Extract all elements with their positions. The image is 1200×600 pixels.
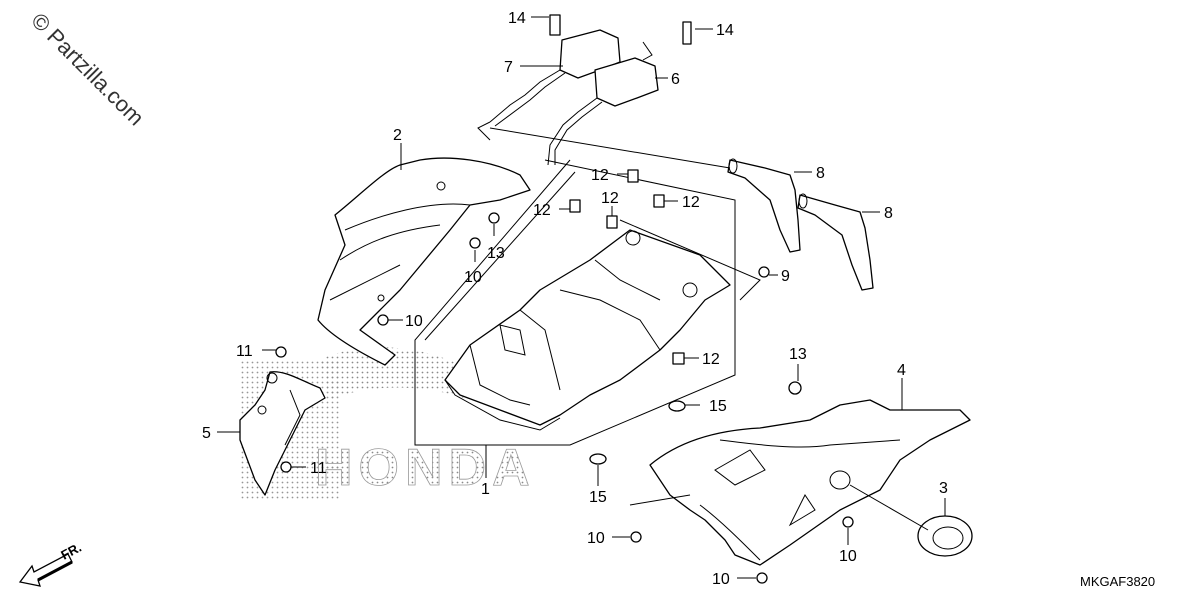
callout-13: 13 bbox=[789, 346, 807, 363]
callout-14: 14 bbox=[716, 22, 734, 39]
honda-logo-text: HONDA bbox=[315, 439, 536, 497]
part-4-lower-cover bbox=[649, 399, 971, 566]
part-5-bracket bbox=[239, 371, 326, 496]
callout-10: 10 bbox=[464, 269, 482, 286]
front-direction-arrow: FR. bbox=[18, 540, 84, 587]
callout-7: 7 bbox=[504, 59, 513, 76]
assembly-bracket-1 bbox=[414, 159, 736, 446]
callout-12: 12 bbox=[702, 351, 720, 368]
callout-13: 13 bbox=[487, 245, 505, 262]
callout-4: 4 bbox=[897, 362, 906, 379]
callout-2: 2 bbox=[393, 127, 402, 144]
fasteners bbox=[275, 14, 854, 584]
part-8-plug-cap-b bbox=[797, 193, 874, 291]
callout-10: 10 bbox=[587, 530, 605, 547]
callout-8: 8 bbox=[884, 205, 893, 222]
part-6-ignition-coil bbox=[547, 57, 659, 166]
callout-15: 15 bbox=[709, 398, 727, 415]
watermark-text: © Partzilla.com bbox=[26, 8, 149, 131]
callout-1: 1 bbox=[481, 481, 490, 498]
callout-14: 14 bbox=[508, 10, 526, 27]
callout-3: 3 bbox=[939, 480, 948, 497]
callout-12: 12 bbox=[601, 190, 619, 207]
callout-labels: 14 14 7 6 2 8 8 12 12 12 12 12 13 10 10 … bbox=[202, 10, 948, 588]
part-2-upper-cover bbox=[317, 157, 531, 366]
callout-9: 9 bbox=[781, 268, 790, 285]
part-3-grommet bbox=[917, 515, 973, 557]
callout-12: 12 bbox=[591, 167, 609, 184]
callout-11: 11 bbox=[310, 460, 327, 477]
callout-6: 6 bbox=[671, 71, 680, 88]
part-8-plug-cap-a bbox=[727, 158, 801, 253]
callout-8: 8 bbox=[816, 165, 825, 182]
diagram-code: MKGAF3820 bbox=[1080, 574, 1155, 589]
callout-5: 5 bbox=[202, 425, 211, 442]
callout-15: 15 bbox=[589, 489, 607, 506]
callout-10: 10 bbox=[712, 571, 730, 588]
callout-12: 12 bbox=[533, 202, 551, 219]
part-1-tray bbox=[444, 229, 731, 431]
callout-11: 11 bbox=[236, 343, 253, 360]
callout-10: 10 bbox=[405, 313, 423, 330]
leader-lines bbox=[217, 16, 946, 579]
callout-12: 12 bbox=[682, 194, 700, 211]
callout-10: 10 bbox=[839, 548, 857, 565]
